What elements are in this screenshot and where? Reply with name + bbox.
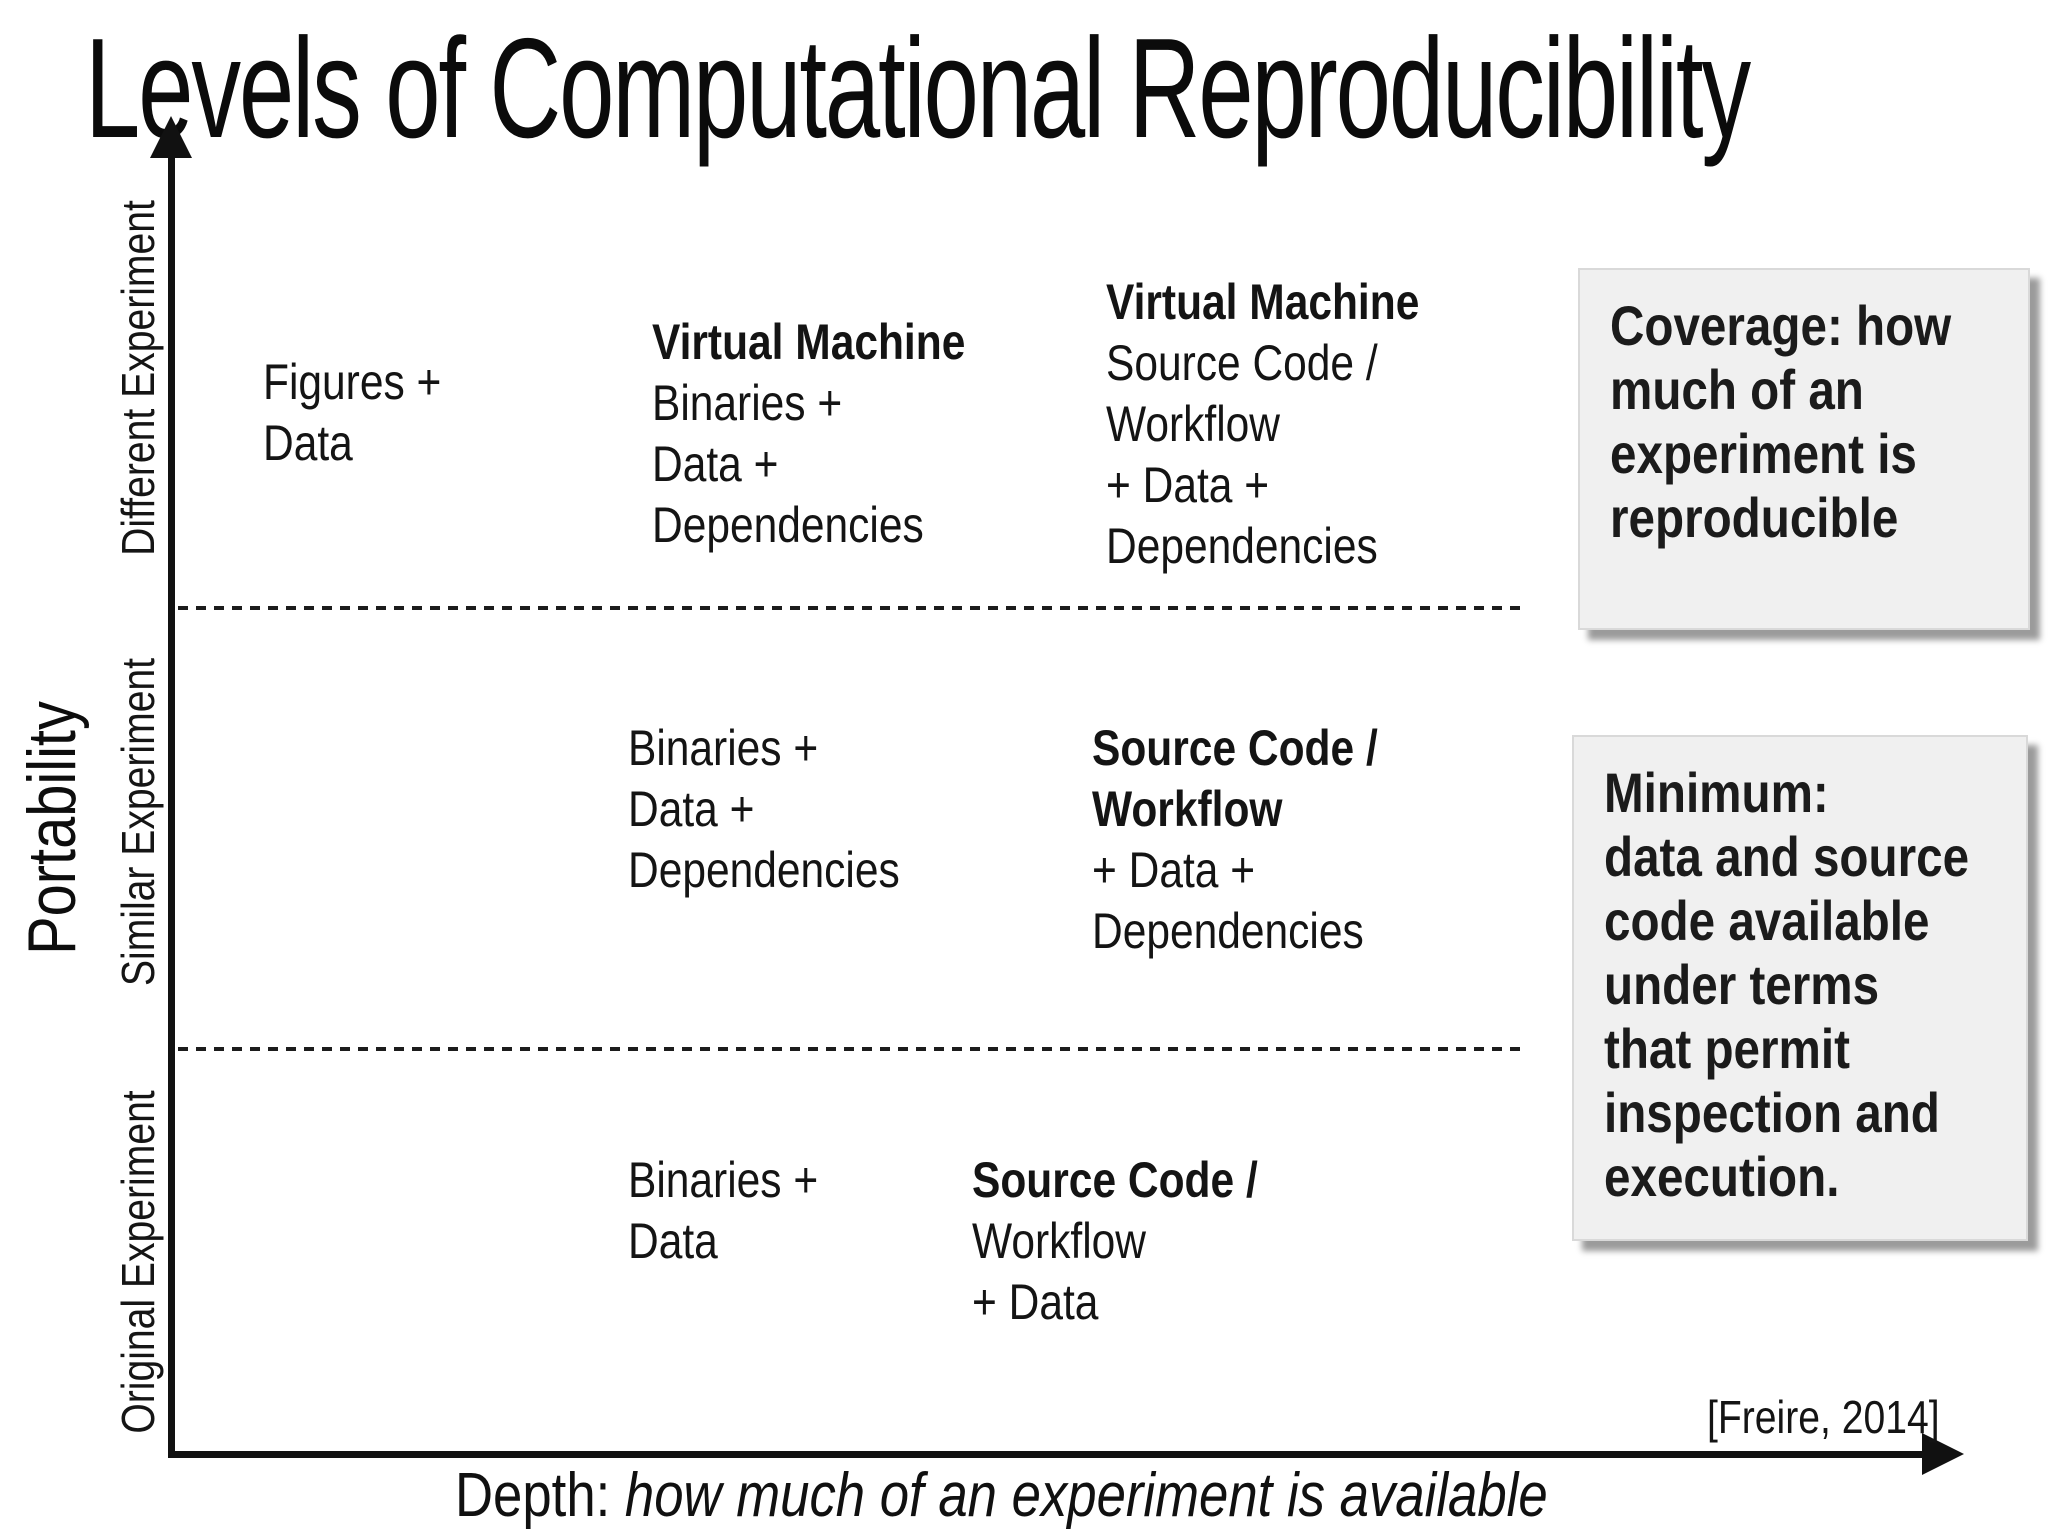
callout-line: much of an (1610, 358, 1864, 421)
callout-line: under terms (1604, 953, 1880, 1016)
cell-line: Binaries + (628, 1152, 819, 1208)
callout-line: that permit (1604, 1017, 1850, 1080)
cell-line: Data (628, 1213, 718, 1269)
callout-line: experiment is (1610, 422, 1917, 485)
band-label-similar-experiment: Similar Experiment (112, 657, 164, 987)
band-separator-top (178, 606, 1526, 610)
y-axis-line (168, 152, 175, 1458)
callout-line: reproducible (1610, 486, 1899, 549)
cell-line: Dependencies (628, 842, 900, 898)
cell-line: Data + (628, 781, 755, 837)
y-axis-arrowhead-icon (150, 116, 192, 158)
cell-line: Binaries + (628, 720, 819, 776)
cell-line: Source Code / (972, 1152, 1258, 1208)
callout-line: code available (1604, 889, 1930, 952)
cell-line: Workflow (1092, 781, 1283, 837)
cell-binaries-data: Binaries + Data (628, 1150, 818, 1272)
callout-line: Minimum: (1604, 761, 1829, 824)
cell-source-workflow-deps: Source Code / Workflow + Data + Dependen… (1092, 718, 1378, 962)
cell-line: Workflow (972, 1213, 1146, 1269)
cell-line: Data + (652, 436, 779, 492)
cell-vm-binaries: Virtual Machine Binaries + Data + Depend… (652, 312, 965, 556)
cell-vm-source-code: Virtual Machine Source Code / Workflow +… (1106, 272, 1419, 577)
callout-line: execution. (1604, 1145, 1840, 1208)
cell-line: + Data + (1092, 842, 1256, 898)
coverage-callout-box: Coverage: how much of an experiment is r… (1578, 268, 2030, 630)
cell-line: Virtual Machine (652, 314, 966, 370)
cell-line: Dependencies (1106, 518, 1378, 574)
cell-line: Dependencies (652, 497, 924, 553)
cell-line: Source Code / (1092, 720, 1378, 776)
minimum-callout-box: Minimum: data and source code available … (1572, 735, 2028, 1241)
band-label-original-experiment: Original Experiment (112, 1090, 164, 1434)
x-axis-title-italic: how much of an experiment is available (624, 1461, 1548, 1530)
cell-line: Workflow (1106, 396, 1280, 452)
x-axis-title-prefix: Depth: (455, 1461, 625, 1530)
x-axis-title: Depth: how much of an experiment is avai… (455, 1460, 1548, 1531)
y-axis-title: Portability (14, 701, 90, 955)
cell-line: Dependencies (1092, 903, 1364, 959)
callout-line: Coverage: how (1610, 294, 1952, 357)
cell-line: Data (263, 415, 353, 471)
band-label-different-experiment: Different Experiment (112, 200, 164, 556)
cell-line: Source Code / (1106, 335, 1378, 391)
page-title: Levels of Computational Reproducibility (85, 9, 1751, 168)
cell-binaries-data-deps: Binaries + Data + Dependencies (628, 718, 900, 901)
cell-line: Figures + (263, 354, 442, 410)
callout-line: inspection and (1604, 1081, 1940, 1144)
x-axis-arrowhead-icon (1922, 1433, 1964, 1475)
cell-source-workflow-data: Source Code / Workflow + Data (972, 1150, 1258, 1333)
cell-line: Binaries + (652, 375, 843, 431)
x-axis-line (168, 1451, 1928, 1458)
cell-line: + Data + (1106, 457, 1270, 513)
cell-line: + Data (972, 1274, 1099, 1330)
band-separator-bottom (178, 1047, 1526, 1051)
citation: [Freire, 2014] (1707, 1391, 1940, 1443)
cell-line: Virtual Machine (1106, 274, 1420, 330)
callout-line: data and source (1604, 825, 1970, 888)
cell-figures-data: Figures + Data (263, 352, 441, 474)
